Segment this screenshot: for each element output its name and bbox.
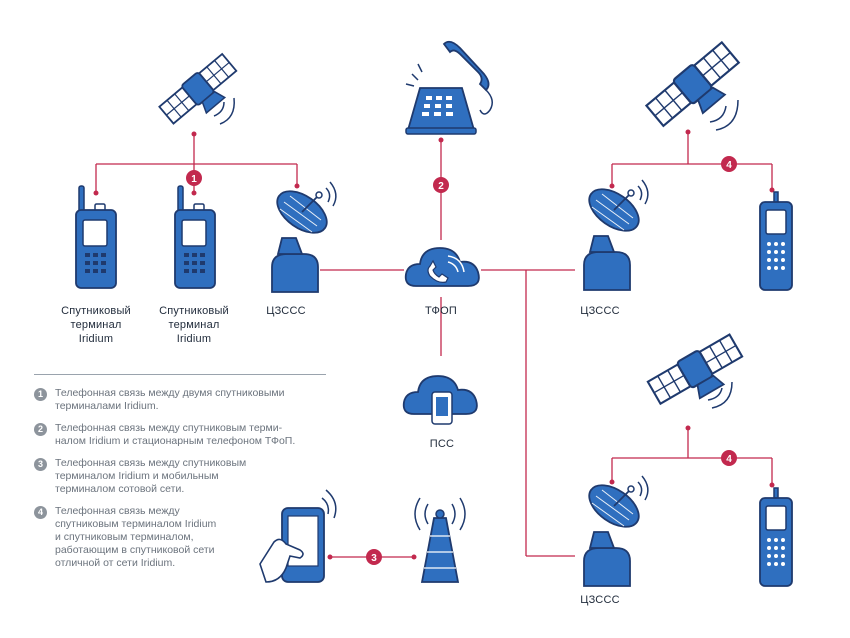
smartphone-hand-icon (259, 489, 337, 583)
ground-station-dish-icon (580, 475, 649, 587)
ground-station-label: ЦЗСCC (266, 305, 306, 317)
terminal-label: Спутниковый терминал Iridium (159, 305, 229, 345)
link-badge-2: 2 (433, 177, 449, 193)
cellular-network-label: ПСС (429, 438, 455, 450)
pstn-label: ТФОП (425, 305, 457, 317)
mobile-phone-icon (759, 487, 793, 587)
ground-station-label: ЦЗСCC (580, 594, 620, 606)
signal-icon (709, 99, 739, 131)
svg-text:1: 1 (191, 174, 197, 185)
terminal-label: Спутниковый терминал Iridium (61, 305, 131, 345)
signal-icon (213, 97, 235, 125)
satellite-handset-icon (75, 185, 117, 289)
cellular-network-cloud-icon (402, 375, 478, 425)
satellite-icon (157, 51, 246, 135)
ground-station-dish-icon (580, 179, 649, 291)
pstn-cloud-icon (404, 247, 480, 287)
signal-icon (707, 381, 733, 409)
ground-station-label: ЦЗСCC (580, 305, 620, 317)
legend-text: Телефонная связь между спутниковым терми… (55, 457, 247, 495)
link-badge-4-bottom: 4 (721, 450, 737, 466)
legend-text: Телефонная связь между спутниковым терми… (55, 422, 296, 447)
link-lines (95, 132, 773, 558)
satellite-icon (645, 331, 751, 418)
svg-text:2: 2 (438, 181, 444, 192)
legend: 1 Телефонная связь между двумя спутников… (34, 374, 334, 579)
cell-tower-icon (414, 497, 466, 583)
legend-number-badge: 4 (34, 506, 47, 519)
svg-text:3: 3 (371, 553, 377, 564)
legend-text: Телефонная связь между двумя спутниковым… (55, 387, 285, 412)
legend-divider (34, 374, 326, 375)
ground-station-dish-icon (268, 181, 337, 293)
legend-number-badge: 1 (34, 388, 47, 401)
link-dots (93, 129, 775, 560)
mobile-phone-icon (759, 191, 793, 291)
link-badge-4-top: 4 (721, 156, 737, 172)
legend-number-badge: 2 (34, 423, 47, 436)
legend-item: 4 Телефонная связь между спутниковым тер… (34, 505, 334, 570)
link-badge-3: 3 (366, 549, 382, 565)
desk-phone-icon (405, 40, 493, 135)
svg-text:4: 4 (726, 454, 732, 465)
legend-text: Телефонная связь между спутниковым терми… (55, 505, 217, 569)
link-badge-1: 1 (186, 170, 202, 186)
legend-item: 2 Телефонная связь между спутниковым тер… (34, 422, 334, 448)
satellite-icon (643, 39, 750, 139)
satellite-handset-icon (174, 185, 216, 289)
legend-item: 1 Телефонная связь между двумя спутников… (34, 387, 334, 413)
legend-number-badge: 3 (34, 458, 47, 471)
svg-text:4: 4 (726, 160, 732, 171)
legend-item: 3 Телефонная связь между спутниковым тер… (34, 457, 334, 496)
